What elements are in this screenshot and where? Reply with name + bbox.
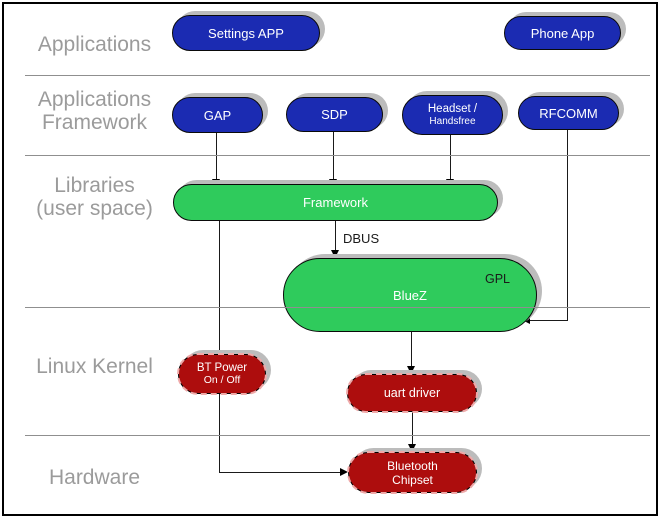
node-bluetooth-chipset: Bluetooth Chipset bbox=[347, 451, 478, 494]
node-label: BlueZ bbox=[393, 287, 427, 303]
arrowhead-headset-framework bbox=[445, 179, 454, 187]
diagram-frame bbox=[2, 2, 658, 516]
edge-rfcomm-bluez-vertical bbox=[566, 130, 568, 320]
node-label: Phone App bbox=[530, 25, 595, 41]
node-label: Settings APP bbox=[208, 25, 284, 41]
gpl-license-badge: GPL bbox=[484, 272, 510, 286]
layer-label-text: Applications bbox=[37, 88, 152, 111]
divider-applications bbox=[25, 75, 650, 76]
edge-sdp-framework bbox=[332, 132, 334, 183]
divider-kernel bbox=[25, 435, 650, 436]
node-rfcomm: RFCOMM bbox=[518, 96, 619, 130]
node-label: Headset / bbox=[427, 103, 478, 115]
arrowhead-framework-bluez bbox=[330, 250, 339, 258]
node-bluez: GPL BlueZ bbox=[283, 258, 537, 332]
node-label: Framework bbox=[302, 195, 368, 210]
arrowhead-sdp-framework bbox=[328, 179, 337, 187]
arrowhead-bluez-uart bbox=[406, 366, 415, 374]
layer-label-linux-kernel: Linux Kernel bbox=[12, 355, 177, 378]
layer-label-text: Linux Kernel bbox=[36, 355, 153, 378]
node-bt-power: BT Power On / Off bbox=[177, 353, 267, 395]
node-phone-app: Phone App bbox=[504, 16, 621, 50]
layer-label-applications: Applications bbox=[12, 33, 177, 56]
arrowhead-uart-chipset bbox=[407, 444, 416, 452]
edge-framework-chipset-vertical bbox=[218, 221, 220, 472]
node-label: RFCOMM bbox=[539, 105, 598, 121]
node-headset-handsfree: Headset / Handsfree bbox=[402, 95, 503, 135]
node-label: GAP bbox=[203, 107, 232, 123]
layer-label-text: Framework bbox=[41, 111, 147, 134]
arrowhead-gap-framework bbox=[211, 179, 220, 187]
divider-libraries bbox=[25, 307, 650, 308]
divider-app-framework bbox=[25, 155, 650, 156]
layer-label-text: Libraries bbox=[54, 174, 135, 197]
layer-label-hardware: Hardware bbox=[12, 466, 177, 489]
layer-label-libraries: Libraries (user space) bbox=[12, 174, 177, 220]
node-label: Chipset bbox=[392, 472, 433, 487]
node-label: On / Off bbox=[203, 374, 241, 386]
edge-framework-chipset-horizontal bbox=[219, 471, 340, 473]
layer-label-applications-framework: Applications Framework bbox=[12, 88, 177, 134]
edge-gap-framework bbox=[215, 133, 217, 183]
arrowhead-framework-chipset bbox=[340, 468, 348, 476]
node-label: BT Power bbox=[196, 362, 248, 374]
node-label: uart driver bbox=[383, 386, 441, 400]
edge-bluez-uart bbox=[410, 332, 412, 368]
edge-rfcomm-bluez-horizontal bbox=[530, 319, 568, 321]
node-label: Bluetooth bbox=[387, 458, 438, 473]
edge-framework-bluez bbox=[334, 221, 336, 252]
node-framework: Framework bbox=[173, 184, 498, 221]
node-uart-driver: uart driver bbox=[346, 373, 478, 413]
edge-headset-framework bbox=[449, 135, 451, 183]
node-settings-app: Settings APP bbox=[172, 15, 320, 51]
node-sdp: SDP bbox=[286, 97, 383, 132]
edge-label-dbus: DBUS bbox=[343, 231, 380, 246]
node-label: SDP bbox=[321, 107, 348, 122]
edge-uart-chipset bbox=[411, 412, 413, 446]
node-label: Handsfree bbox=[429, 116, 476, 127]
layer-label-text: Applications bbox=[37, 33, 152, 56]
layer-label-text: Hardware bbox=[48, 466, 141, 489]
layer-label-text: (user space) bbox=[36, 197, 153, 220]
node-gap: GAP bbox=[172, 97, 263, 133]
